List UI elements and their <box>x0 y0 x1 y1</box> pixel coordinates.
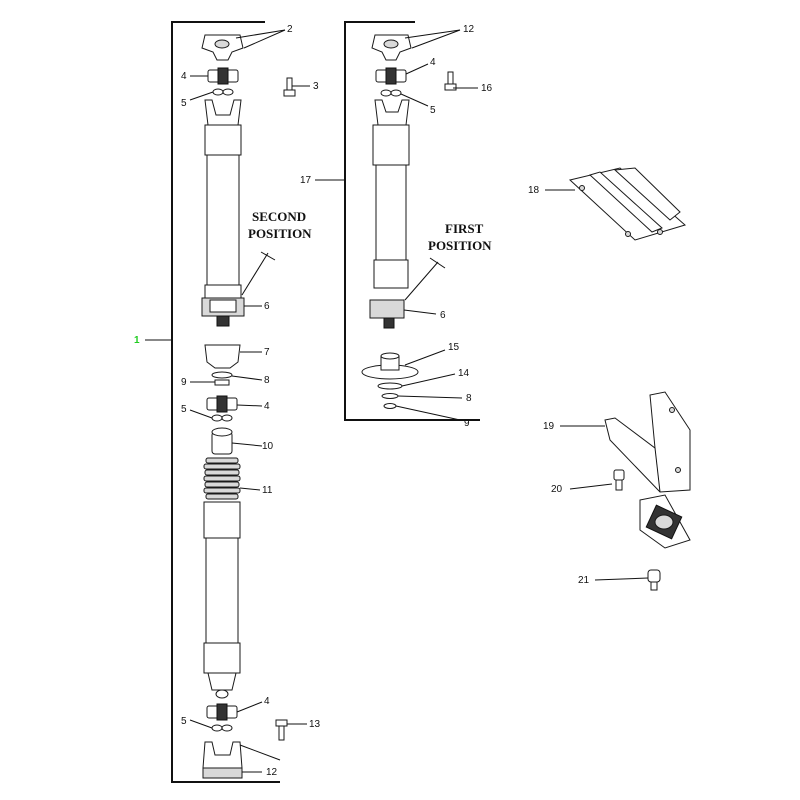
callout-10[interactable]: 10 <box>262 441 274 452</box>
callout-8b[interactable]: 8 <box>466 393 472 404</box>
callout-12b[interactable]: 12 <box>463 24 475 35</box>
callout-6a[interactable]: 6 <box>264 301 270 312</box>
assembly-bracket-17 <box>344 21 480 421</box>
bolt-20 <box>613 469 625 491</box>
mounting-bracket-18 <box>568 167 687 241</box>
callout-6b[interactable]: 6 <box>440 310 446 321</box>
callout-11[interactable]: 11 <box>262 485 273 496</box>
callout-21[interactable]: 21 <box>578 575 590 586</box>
callout-4b[interactable]: 4 <box>264 401 270 412</box>
first-position-label-line1: FIRST <box>445 221 484 236</box>
callout-2a[interactable]: 2 <box>287 24 293 35</box>
callout-17[interactable]: 17 <box>300 175 312 186</box>
callout-9b[interactable]: 9 <box>464 418 470 429</box>
callout-12a[interactable]: 12 <box>266 767 278 778</box>
first-position-label-line2: POSITION <box>428 238 492 253</box>
callout-5c[interactable]: 5 <box>181 716 187 727</box>
callout-16[interactable]: 16 <box>481 83 493 94</box>
callout-4d[interactable]: 4 <box>430 57 436 68</box>
second-position-label-line1: SECOND <box>252 209 306 224</box>
callout-13[interactable]: 13 <box>309 719 321 730</box>
callout-20[interactable]: 20 <box>551 484 563 495</box>
callout-1[interactable]: 1 <box>134 335 140 346</box>
center-bearing-21 <box>639 494 691 591</box>
callout-numbers: 2 3 4 5 6 7 8 9 5 4 10 11 4 5 13 12 1 12… <box>134 24 590 778</box>
callout-5b[interactable]: 5 <box>181 404 187 415</box>
second-position-label-line2: POSITION <box>248 226 312 241</box>
callout-5d[interactable]: 5 <box>430 105 436 116</box>
front-driveshaft <box>361 34 457 409</box>
callout-15[interactable]: 15 <box>448 342 460 353</box>
callout-19[interactable]: 19 <box>543 421 555 432</box>
mounting-bracket-19 <box>604 391 691 493</box>
callout-18[interactable]: 18 <box>528 185 540 196</box>
callout-4a[interactable]: 4 <box>181 71 187 82</box>
leader-lines <box>189 29 649 773</box>
callout-4c[interactable]: 4 <box>264 696 270 707</box>
callout-8a[interactable]: 8 <box>264 375 270 386</box>
callout-14[interactable]: 14 <box>458 368 470 379</box>
callout-7[interactable]: 7 <box>264 347 270 358</box>
callout-9a[interactable]: 9 <box>181 377 187 388</box>
callout-5a[interactable]: 5 <box>181 98 187 109</box>
assembly-bracket-1 <box>171 21 280 783</box>
rear-driveshaft <box>201 34 296 779</box>
callout-3[interactable]: 3 <box>313 81 319 92</box>
